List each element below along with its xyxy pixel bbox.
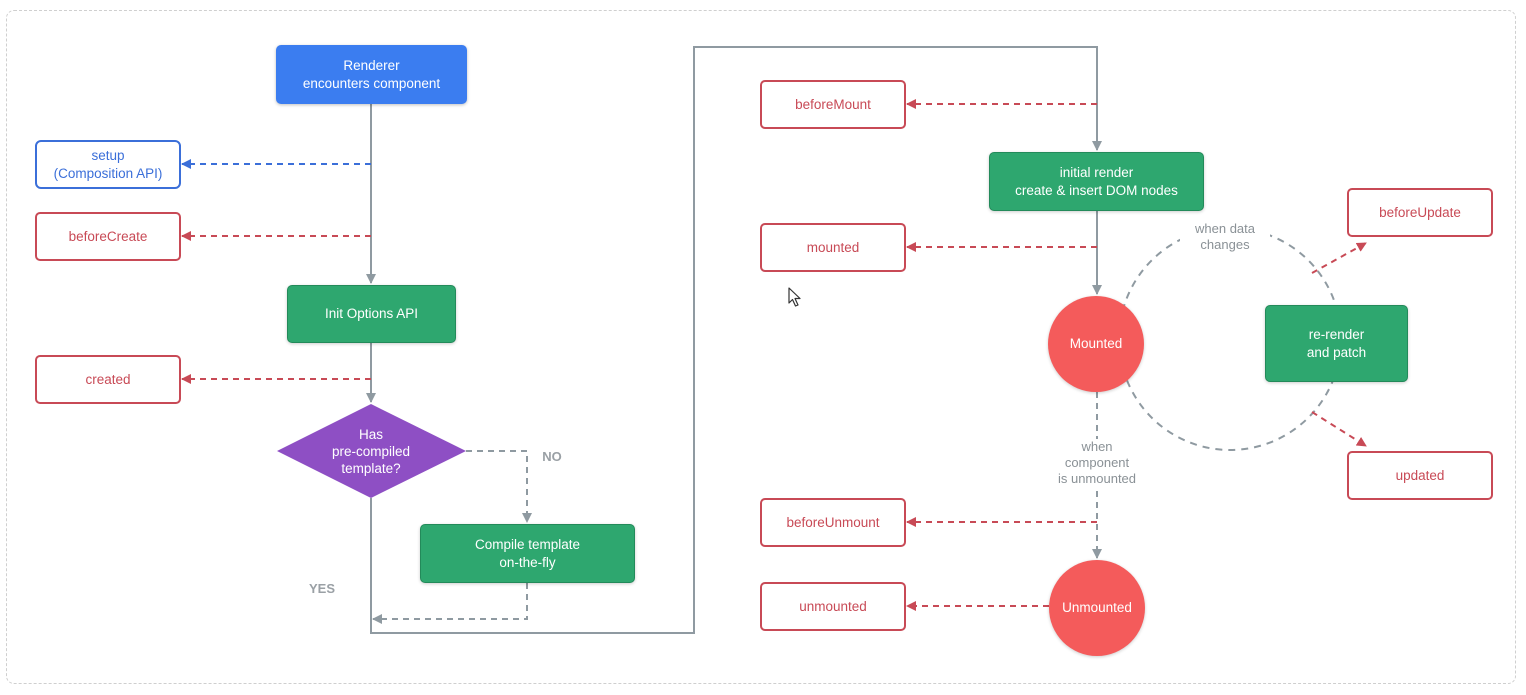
before-update-hook: beforeUpdate (1347, 188, 1493, 237)
flow-no-to-compile (466, 450, 532, 523)
created-hook: created (35, 355, 181, 404)
when-component-unmounted-label: when component is unmounted (1045, 439, 1149, 487)
hook-arrow-updated (1311, 411, 1367, 447)
compile-template-node: Compile template on-the-fly (420, 524, 635, 583)
decision-label: Has pre-compiled template? (331, 426, 411, 476)
yes-label: YES (308, 581, 335, 596)
flow-compile-to-merge (372, 583, 528, 624)
mounted-hook: mounted (760, 223, 906, 272)
no-label: NO (542, 449, 562, 464)
when-data-changes-label: when data changes (1180, 221, 1270, 253)
mounted-state: Mounted (1048, 296, 1144, 392)
flow-yes-to-mount (370, 46, 1102, 634)
unmounted-hook: unmounted (760, 582, 906, 631)
updated-hook: updated (1347, 451, 1493, 500)
rerender-node: re-render and patch (1265, 305, 1408, 382)
decision-diamond (277, 404, 466, 498)
setup-hook: setup (Composition API) (35, 140, 181, 189)
mouse-pointer-icon (788, 287, 801, 307)
init-options-node: Init Options API (287, 285, 456, 343)
diagram-frame (6, 10, 1516, 684)
before-create-hook: beforeCreate (35, 212, 181, 261)
initial-render-node: initial render create & insert DOM nodes (989, 152, 1204, 211)
before-mount-hook: beforeMount (760, 80, 906, 129)
unmounted-state: Unmounted (1049, 560, 1145, 656)
hook-arrow-before-update (1311, 242, 1367, 274)
renderer-node: Renderer encounters component (276, 45, 467, 104)
before-unmount-hook: beforeUnmount (760, 498, 906, 547)
